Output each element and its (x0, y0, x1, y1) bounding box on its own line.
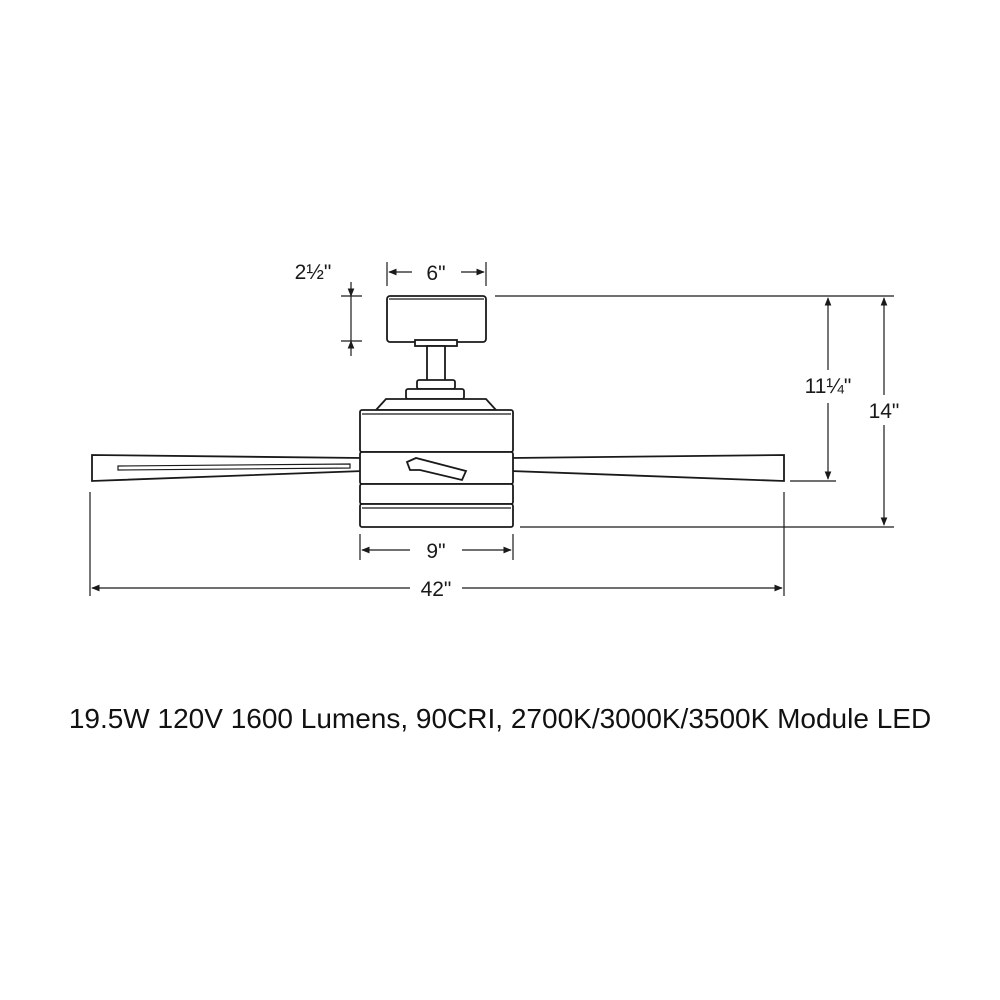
blade-span-label: 42" (421, 578, 452, 601)
dimension-canopy-width: 6" (386, 262, 487, 286)
fan-outline (91, 295, 785, 528)
overall-height-label: 14" (869, 400, 900, 423)
canopy-height-label: 2½" (295, 261, 332, 284)
fan-blade-left (91, 454, 364, 482)
canopy (386, 295, 487, 343)
fan-blade-right (510, 454, 785, 482)
downrod (373, 339, 499, 411)
dimension-canopy-height: 2½" (295, 261, 362, 356)
dimension-height-to-blade: 11¼" (495, 295, 894, 482)
canopy-width-label: 6" (426, 262, 445, 285)
height-to-blade-label: 11¼" (805, 375, 852, 398)
dimension-light-kit-width: 9" (359, 534, 514, 563)
light-kit-width-label: 9" (426, 540, 445, 563)
dimension-overall-height: 14" (520, 297, 900, 528)
spec-line: 19.5W 120V 1600 Lumens, 90CRI, 2700K/300… (68, 703, 932, 734)
dimension-blade-span: 42" (89, 492, 785, 601)
motor-housing (359, 409, 514, 528)
